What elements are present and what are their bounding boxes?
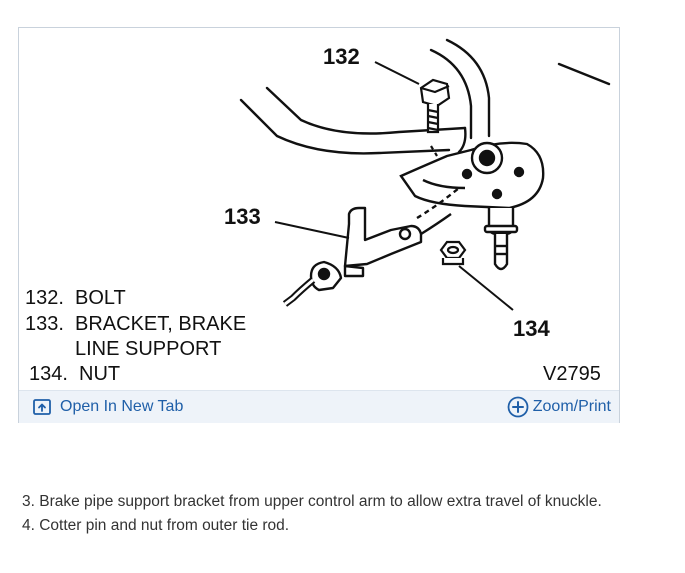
legend: 132. BOLT 133. BRACKET, BRAKE LINE SUPPO… xyxy=(25,287,246,385)
legend-text-133: BRACKET, BRAKE xyxy=(75,313,246,335)
open-new-tab-icon xyxy=(33,399,51,415)
bracket-133 xyxy=(282,187,460,307)
ball-joint xyxy=(399,141,545,271)
zoom-plus-icon xyxy=(507,396,529,418)
open-in-new-tab-button[interactable]: Open In New Tab xyxy=(33,391,183,423)
legend-text-134: NUT xyxy=(79,363,120,385)
instruction-steps: 3. Brake pipe support bracket from upper… xyxy=(22,490,685,538)
legend-text-132: BOLT xyxy=(75,287,126,309)
legend-text-133b: LINE SUPPORT xyxy=(75,338,221,360)
legend-num-133: 133. xyxy=(25,313,64,335)
step-4: 4. Cotter pin and nut from outer tie rod… xyxy=(22,517,290,534)
upper-control-arm xyxy=(239,38,611,155)
zoom-print-label: Zoom/Print xyxy=(532,398,611,415)
brake-bracket-diagram: 132 133 134 132. BOLT 133. BRACKET, BRAK… xyxy=(25,38,611,385)
callout-132: 132 xyxy=(323,44,360,69)
bolt-132 xyxy=(419,78,451,157)
callout-leaders xyxy=(274,61,514,311)
legend-num-132: 132. xyxy=(25,287,64,309)
legend-num-134: 134. xyxy=(29,363,68,385)
callout-133: 133 xyxy=(224,204,261,229)
figure-card: 132 133 134 132. BOLT 133. BRACKET, BRAK… xyxy=(18,27,620,423)
open-in-new-tab-label: Open In New Tab xyxy=(60,398,184,415)
zoom-print-button[interactable]: Zoom/Print xyxy=(507,391,611,423)
figure-toolbar: Open In New Tab Zoom/Print xyxy=(19,390,619,423)
nut-134 xyxy=(439,240,467,266)
callout-134: 134 xyxy=(513,316,550,341)
figure-code: V2795 xyxy=(543,363,601,385)
step-3: 3. Brake pipe support bracket from upper… xyxy=(22,493,602,510)
